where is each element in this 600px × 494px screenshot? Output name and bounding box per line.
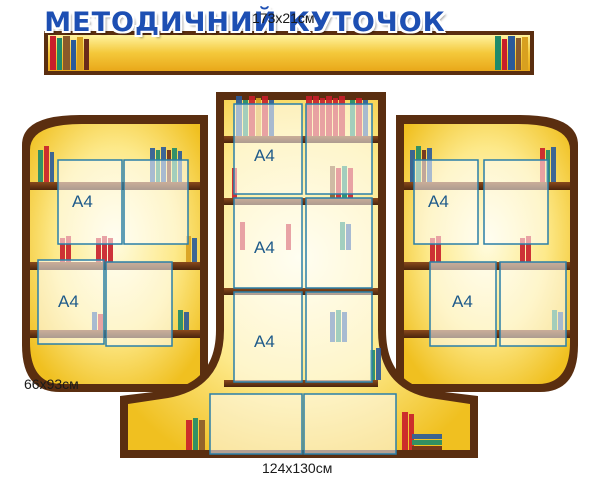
a4-label-center-1: A4: [254, 146, 275, 165]
a4-label-left-top: A4: [72, 192, 93, 211]
a4-label-center-3: A4: [254, 332, 275, 351]
a4-label-center-2: A4: [254, 238, 275, 257]
banner-title: МЕТОДИЧНИЙ КУТОЧОК: [44, 7, 446, 38]
a4-label-right-bottom: A4: [452, 292, 473, 311]
center-board-dimension: 124x130см: [262, 460, 333, 476]
banner-board: [44, 31, 534, 75]
side-board-dimension: 66x93см: [24, 376, 79, 392]
banner: МЕТОДИЧНИЙ КУТОЧОК: [0, 0, 490, 44]
left-board: [22, 115, 208, 392]
right-board: [396, 115, 578, 392]
banner-dimension: 173x21см: [252, 10, 315, 26]
a4-label-right-top: A4: [428, 192, 449, 211]
a4-label-left-bottom: A4: [58, 292, 79, 311]
center-board: [120, 92, 478, 458]
